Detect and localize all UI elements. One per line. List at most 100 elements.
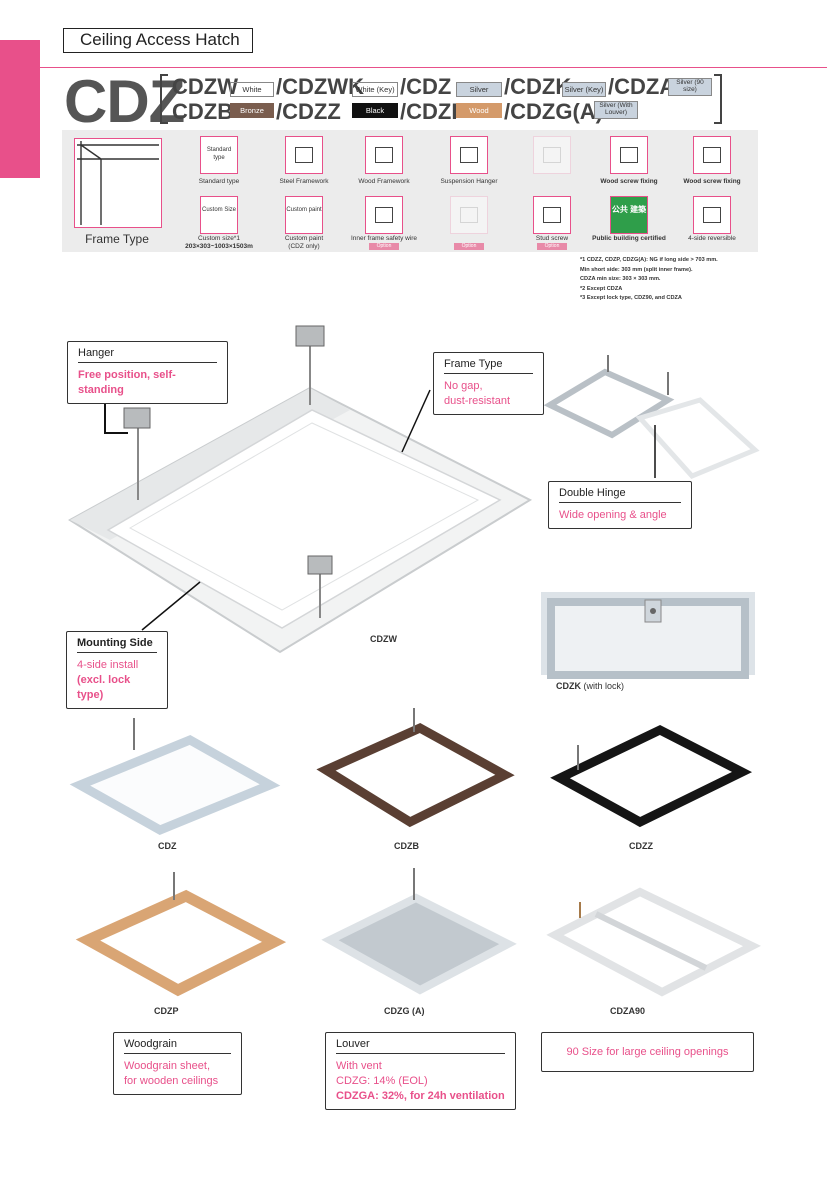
custom-paint-subcaption: (CDZ only) [288, 243, 320, 250]
standard-type-icon: Standard type [200, 136, 238, 174]
callout-mounting-side-line-2: (excl. lock type) [77, 674, 131, 701]
cdz-frame [69, 718, 281, 835]
cdzb-frame [316, 708, 515, 828]
model-cdzg: /CDZG(A) [504, 99, 603, 124]
swatch-bronze: Bronze [230, 103, 274, 118]
wood-framework-icon [365, 136, 403, 174]
callout-double-hinge-line: Wide opening & angle [559, 509, 667, 521]
callout-mounting-side: Mounting Side 4-side install (excl. lock… [66, 631, 168, 709]
footnotes: *1 CDZZ, CDZP, CDZG(A): NG if long side … [580, 256, 718, 304]
model-cdzk: /CDZK [504, 74, 572, 99]
unavailable-icon [450, 196, 488, 234]
cube-icon [693, 196, 731, 234]
key-icon-glyph [703, 147, 721, 163]
caption-cdzg: CDZG (A) [384, 1006, 425, 1016]
public-certified-icon-text: 公共 建築 [611, 197, 647, 233]
brand-logo: CDZ [64, 68, 185, 135]
callout-woodgrain-title: Woodgrain [124, 1038, 231, 1054]
callout-louver-line-3: CDZGA: 32%, for 24h ventilation [336, 1090, 505, 1102]
option-tag: Option [537, 243, 567, 250]
callout-double-hinge-title: Double Hinge [559, 487, 681, 503]
footnote-1c: CDZA min size: 303 × 303 mm. [580, 276, 661, 282]
model-cdzb: CDZB [172, 99, 234, 124]
suspension-hanger-icon [450, 136, 488, 174]
safety-wire-icon [365, 196, 403, 234]
bracket-right [714, 74, 722, 124]
unavailable-icon-glyph [543, 147, 561, 163]
key-icon [693, 136, 731, 174]
custom-paint-icon-text: Custom paint [286, 207, 322, 213]
callout-louver: Louver With vent CDZG: 14% (EOL) CDZGA: … [325, 1032, 516, 1110]
cdzw-main-frame [68, 325, 533, 654]
bracket-left [160, 74, 168, 124]
standard-type-icon-text: Standard type [206, 147, 232, 161]
cdza-frame [546, 887, 761, 997]
callout-mounting-side-line-1: 4-side install [77, 659, 139, 671]
callout-woodgrain-line-2: for wooden ceilings [124, 1075, 219, 1087]
model-cdzz: /CDZZ [276, 99, 341, 124]
steel-framework-caption: Steel Framework [279, 178, 329, 185]
header-rule [40, 67, 827, 68]
suspension-hanger-caption: Suspension Hanger [440, 178, 498, 185]
custom-size-caption: Custom size*1 [198, 235, 240, 242]
custom-paint-icon: Custom paint [285, 196, 323, 234]
footnote-1: *1 CDZZ, CDZP, CDZG(A): NG if long side … [580, 257, 718, 263]
callout-size90: 90 Size for large ceiling openings [541, 1032, 754, 1072]
frame-type-label: Frame Type [85, 232, 149, 246]
caption-cdzk-code: CDZK [556, 681, 581, 691]
option-tag: Option [369, 243, 399, 250]
frame-leader [401, 389, 431, 453]
callout-size90-line: 90 Size for large ceiling openings [566, 1046, 729, 1058]
stud-screw-icon-glyph [543, 207, 561, 223]
callout-louver-line-1: With vent [336, 1060, 382, 1072]
cdzz-frame [550, 724, 753, 828]
swatch-silver: Silver [456, 82, 502, 97]
callout-louver-line-2: CDZG: 14% (EOL) [336, 1075, 428, 1087]
public-certified-icon: 公共 建築 [610, 196, 648, 234]
callout-hanger: Hanger Free position, self-standing [67, 341, 228, 404]
steel-framework-icon [285, 136, 323, 174]
model-cdzw: CDZW [172, 74, 238, 99]
callout-mounting-side-title: Mounting Side [77, 637, 157, 653]
safety-wire-caption: Inner frame safety wire [350, 235, 418, 242]
callout-double-hinge: Double Hinge Wide opening & angle [548, 481, 692, 529]
steel-framework-icon-glyph [295, 147, 313, 163]
callout-hanger-title: Hanger [78, 347, 217, 363]
model-cdza: /CDZA [608, 74, 676, 99]
double-hinge-frame [543, 355, 760, 479]
unavailable-icon [533, 136, 571, 174]
model-cdzwk: /CDZWK [276, 74, 364, 99]
swatch-white-key: White (Key) [352, 82, 398, 97]
footnote-2: *2 Except CDZA [580, 285, 623, 292]
model-cdzp: /CDZP [400, 99, 466, 124]
model-cdz: /CDZ [400, 74, 452, 99]
swatch-black: Black [352, 103, 398, 118]
footnote-3: *3 Except lock type, CDZ90, and CDZA [580, 295, 682, 301]
caption-cdzk-note: (with lock) [583, 681, 625, 691]
stud-screw-icon [533, 196, 571, 234]
caption-cdzb: CDZB [394, 841, 419, 851]
callout-frame-type-line-1: No gap, [444, 380, 483, 392]
caption-cdzp: CDZP [154, 1006, 179, 1016]
caption-cdzz: CDZZ [629, 841, 653, 851]
page-title: Ceiling Access Hatch [63, 28, 253, 53]
custom-size-subcaption: 203×303~1003×1503m [185, 243, 253, 250]
wood-screw-caption: Wood screw fixing [600, 178, 658, 185]
callout-frame-type-title: Frame Type [444, 358, 533, 374]
custom-paint-caption: Custom paint [284, 235, 324, 242]
callout-woodgrain-line-1: Woodgrain sheet, [124, 1060, 211, 1072]
cube-caption: 4-side reversible [688, 235, 736, 242]
swatch-silver-louver: Silver (With Louver) [594, 101, 638, 119]
custom-size-icon-text: Custom Size [201, 207, 236, 213]
public-certified-caption: Public building certified [592, 235, 666, 242]
callout-louver-title: Louver [336, 1038, 505, 1054]
callout-frame-type: Frame Type No gap, dust-resistant [433, 352, 544, 415]
swatch-white: White [230, 82, 274, 97]
standard-type-caption: Standard type [198, 178, 240, 185]
cdzg-frame [321, 868, 517, 995]
unavailable-icon-glyph [460, 207, 478, 223]
footnote-1b: Min short side: 303 mm (split inner fram… [580, 266, 693, 273]
caption-cdzw: CDZW [370, 634, 397, 644]
cdzk-lock-photo [541, 592, 755, 679]
